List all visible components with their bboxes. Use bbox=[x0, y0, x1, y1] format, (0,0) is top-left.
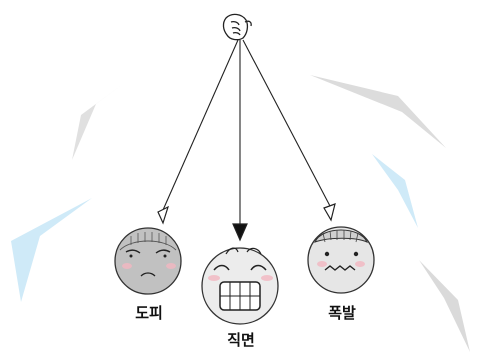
arrowhead-right bbox=[323, 203, 336, 222]
grinning-face-icon bbox=[201, 247, 279, 325]
hand-icon bbox=[222, 13, 252, 41]
shard-blue-left bbox=[11, 198, 92, 302]
arrowheads bbox=[157, 203, 336, 242]
decorative-shards bbox=[11, 58, 470, 352]
shard-gray-right-bottom bbox=[419, 260, 470, 352]
nervous-face-icon bbox=[307, 226, 375, 294]
arrowhead-center bbox=[232, 223, 248, 242]
label-explosion: 폭발 bbox=[328, 304, 356, 322]
shard-gray-right-top bbox=[310, 75, 446, 148]
arrowhead-left bbox=[157, 205, 169, 225]
shard-blue-right bbox=[372, 154, 418, 228]
gloomy-face-icon bbox=[114, 227, 182, 295]
label-confront: 직면 bbox=[227, 331, 255, 349]
label-escape: 도피 bbox=[135, 304, 163, 322]
shard-gray-top-left bbox=[72, 58, 158, 160]
pendulum-strings bbox=[162, 39, 331, 226]
